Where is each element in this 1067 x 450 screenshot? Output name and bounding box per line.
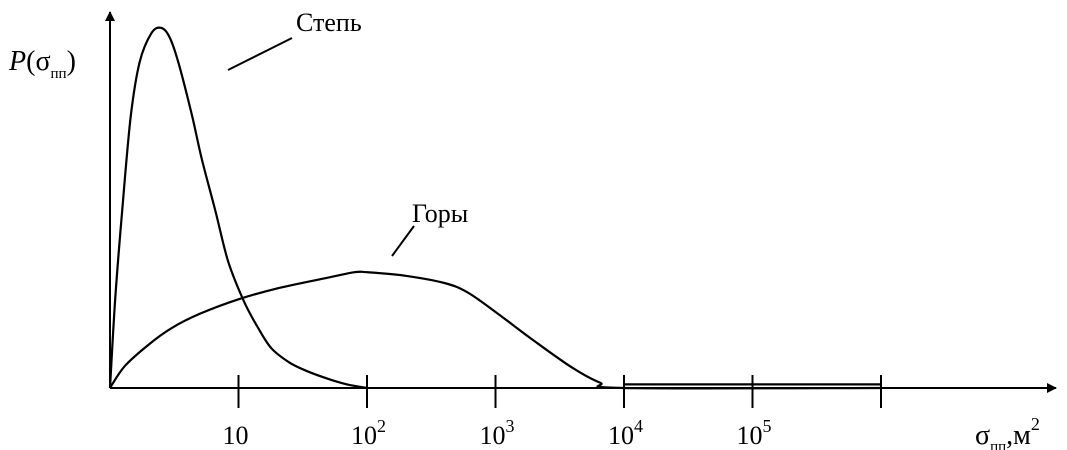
x-label-sigma: σ (975, 420, 990, 450)
x-tick-label-0: 10 (223, 421, 249, 450)
x-tick-label-2: 103 (480, 416, 515, 450)
x-tick-label-3: 104 (608, 416, 643, 450)
x-tick-label-base: 10 (608, 421, 634, 450)
series-layer (108, 26, 882, 390)
x-tick-label-4: 105 (737, 416, 772, 450)
x-tick-label-exp: 4 (634, 416, 643, 436)
y-label-open: ( (26, 46, 35, 77)
x-tick-label-base: 10 (351, 421, 377, 450)
x-label-unit: м (1013, 420, 1031, 450)
series-line-gory (109, 270, 882, 390)
y-label-symbol: P (8, 46, 26, 77)
x-tick-label-1: 102 (351, 416, 386, 450)
y-label-sigma: σ (35, 46, 50, 77)
x-label-separator: , (1006, 420, 1013, 450)
y-label-subscript: пп (51, 66, 67, 82)
stepp-leader-line (227, 37, 293, 71)
y-axis-label: P(σпп) (8, 46, 76, 82)
gory-label: Горы (412, 199, 468, 228)
x-label-subscript: пп (990, 439, 1006, 450)
x-tick-label-base: 10 (737, 421, 763, 450)
x-tick-label-exp: 2 (377, 416, 386, 436)
annotation-leaders (227, 37, 415, 257)
stepp-label: Степь (296, 8, 362, 37)
x-tick-label-base: 10 (223, 421, 249, 450)
x-tick-label-base: 10 (480, 421, 506, 450)
x-axis-label: σпп,м2 (975, 414, 1040, 450)
x-label-unit-exp: 2 (1031, 414, 1040, 434)
gory-leader-line (391, 225, 415, 257)
x-tick-label-exp: 3 (506, 416, 515, 436)
y-label-close: ) (67, 46, 76, 77)
series-line-stepp (108, 26, 368, 390)
x-tick-label-exp: 5 (763, 416, 772, 436)
